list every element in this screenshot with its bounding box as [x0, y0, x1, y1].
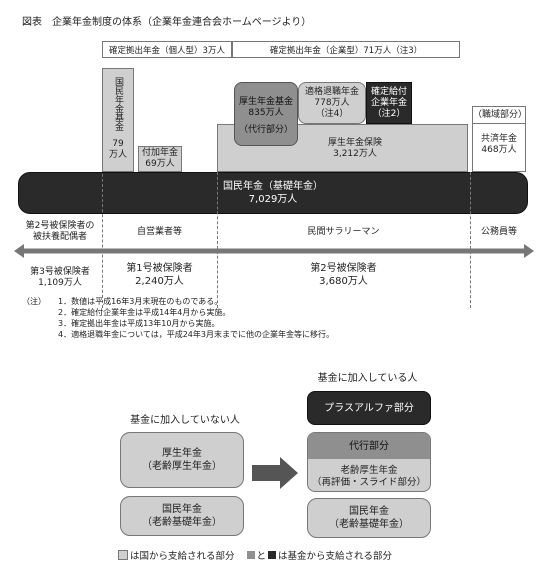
- note-item: 4．適格退職年金については，平成24年3月末までに他の企業年金等に移行。: [58, 330, 334, 339]
- kousei-kikin-box: 厚生年金基金 835万人 （代行部分）: [234, 82, 298, 146]
- not-joined-heading: 基金に加入していない人: [130, 415, 240, 426]
- kyosai-label: 共済年金 468万人: [480, 134, 517, 155]
- shokuiki-box: （職域部分）: [472, 106, 527, 124]
- legend-dark-swatch: [268, 551, 277, 559]
- legend: は国から支給される部分 と は基金から支給される部分: [118, 548, 392, 562]
- legend-mid-swatch: [246, 551, 255, 559]
- note-item: 1．数値は平成16年3月末現在のものである。: [58, 297, 223, 306]
- basic-pension-label: 国民年金（基礎年金） 7,029万人: [223, 181, 323, 205]
- divider-3: [470, 172, 471, 308]
- left-kokumin-box: 国民年金 （老齢基礎年金）: [120, 496, 244, 536]
- insured-3-count: 第3号被保険者 1,109万人: [30, 267, 90, 288]
- transition-arrow: [252, 457, 298, 489]
- plus-alpha-box: プラスアルファ部分: [307, 391, 431, 425]
- kousei-hoken-label: 厚生年金保険 3,212万人: [327, 138, 382, 159]
- group-3-label: 第2号被保険者の 被扶養配偶者: [25, 221, 95, 242]
- insured-1-count: 第1号被保険者 2,240万人: [126, 263, 193, 287]
- right-kousei-label: 老齢厚生年金 （再評価・スライド部分）: [311, 465, 426, 488]
- daikou-part: 代行部分: [308, 433, 430, 459]
- group-2-label: 民間サラリーマン: [307, 227, 380, 237]
- legend-state-text: は国から支給される部分: [130, 551, 235, 562]
- right-kousei-box: 代行部分 老齢厚生年金 （再評価・スライド部分）: [307, 432, 431, 492]
- arrow-bar: [14, 244, 534, 258]
- legend-and-text: と: [256, 551, 267, 562]
- divider-1: [102, 68, 103, 308]
- dc-corporate-box: 確定拠出年金（企業型）71万人（注3）: [232, 41, 460, 58]
- dc-individual-box: 確定拠出年金（個人型）3万人: [102, 41, 232, 58]
- kousei-kikin-label: 厚生年金基金 835万人: [238, 97, 293, 118]
- joined-heading: 基金に加入している人: [317, 373, 418, 384]
- kokumin-kikin-box: 国民年金基金 79 万人: [102, 68, 134, 172]
- kokumin-kikin-count: 79 万人: [108, 139, 127, 160]
- left-kousei-box: 厚生年金 （老齢厚生年金）: [120, 432, 244, 488]
- insured-2-count: 第2号被保険者 3,680万人: [310, 263, 377, 287]
- notes-list: 1．数値は平成16年3月末現在のものである。 2．確定給付企業年金は平成14年4…: [58, 296, 334, 340]
- note-item: 3．確定拠出年金は平成13年10月から実施。: [58, 319, 220, 328]
- tekikaku-box: 適格退職年金 778万人 （注4）: [298, 82, 366, 124]
- group-k-label: 公務員等: [480, 227, 517, 237]
- legend-light-swatch: [118, 550, 128, 560]
- right-kokumin-box: 国民年金 （老齢基礎年金）: [307, 498, 431, 538]
- notes-label: （注）: [22, 297, 46, 306]
- divider-2: [217, 172, 218, 308]
- fuka-nenkin-box: 付加年金 69万人: [138, 146, 182, 172]
- note-item: 2．確定給付企業年金は平成14年4月から実施。: [58, 308, 231, 317]
- group-1-label: 自営業者等: [136, 227, 182, 237]
- daikou-label: （代行部分）: [238, 125, 293, 135]
- legend-fund-text: は基金から支給される部分: [278, 551, 393, 562]
- db-box: 確定給付 企業年金 （注2）: [366, 82, 412, 124]
- kokumin-kikin-label: 国民年金基金: [113, 77, 123, 131]
- figure-title: 図表 企業年金制度の体系（企業年金連合会ホームページより）: [22, 17, 312, 28]
- basic-pension-bar: 国民年金（基礎年金） 7,029万人: [18, 172, 528, 214]
